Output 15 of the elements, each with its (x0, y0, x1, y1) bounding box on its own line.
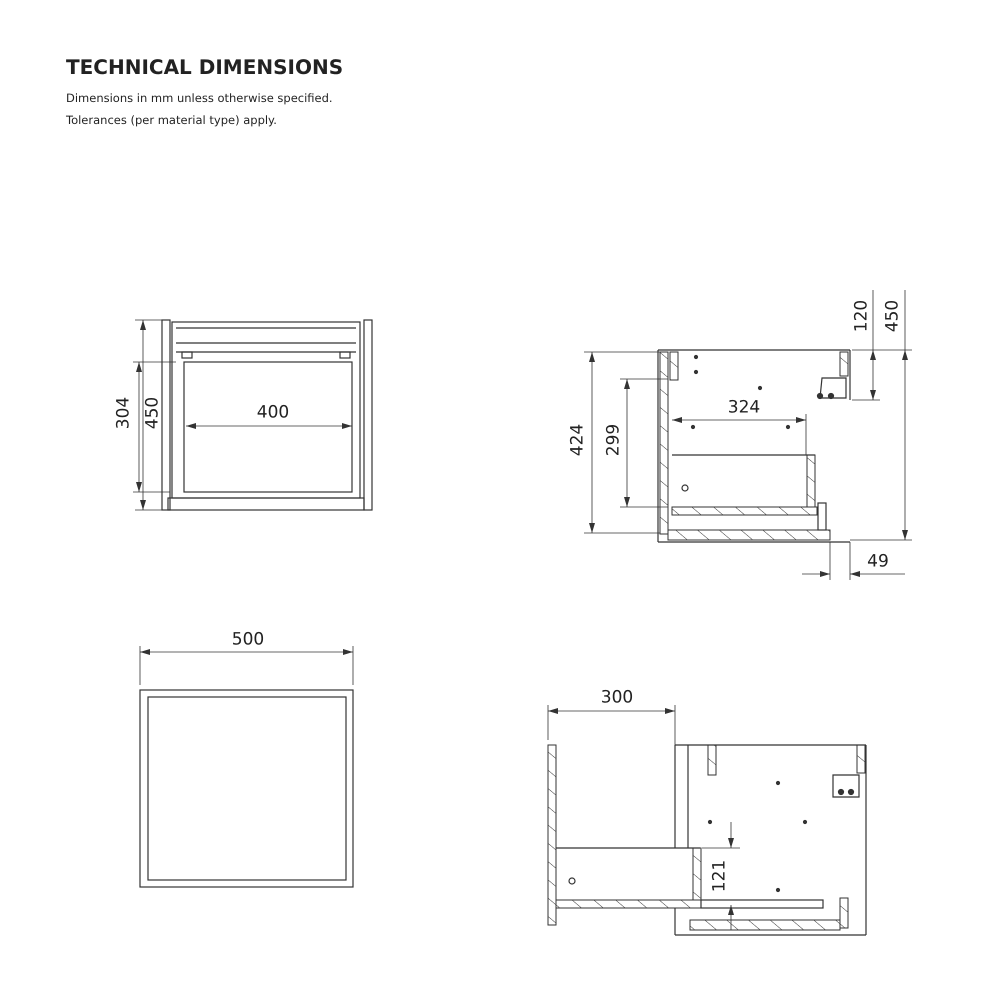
dimension-value: 324 (728, 400, 760, 416)
dimension-value: 450 (144, 396, 162, 430)
dimension-value: 121 (712, 860, 728, 892)
dimension-value: 49 (867, 554, 889, 570)
dimension-value: 299 (606, 424, 622, 456)
dimension-value: 300 (600, 690, 634, 706)
dimension-value: 500 (232, 632, 264, 648)
note-text: Tolerances (per material type) apply. (66, 113, 277, 127)
dimension-value: 304 (116, 396, 132, 430)
dimension-value: 120 (854, 300, 870, 332)
page-title: TECHNICAL DIMENSIONS (66, 55, 344, 79)
dimension-value: 400 (256, 404, 290, 422)
dimension-value: 450 (884, 300, 902, 332)
note-text: Dimensions in mm unless otherwise specified. (66, 91, 333, 105)
dimension-value: 424 (570, 424, 586, 456)
